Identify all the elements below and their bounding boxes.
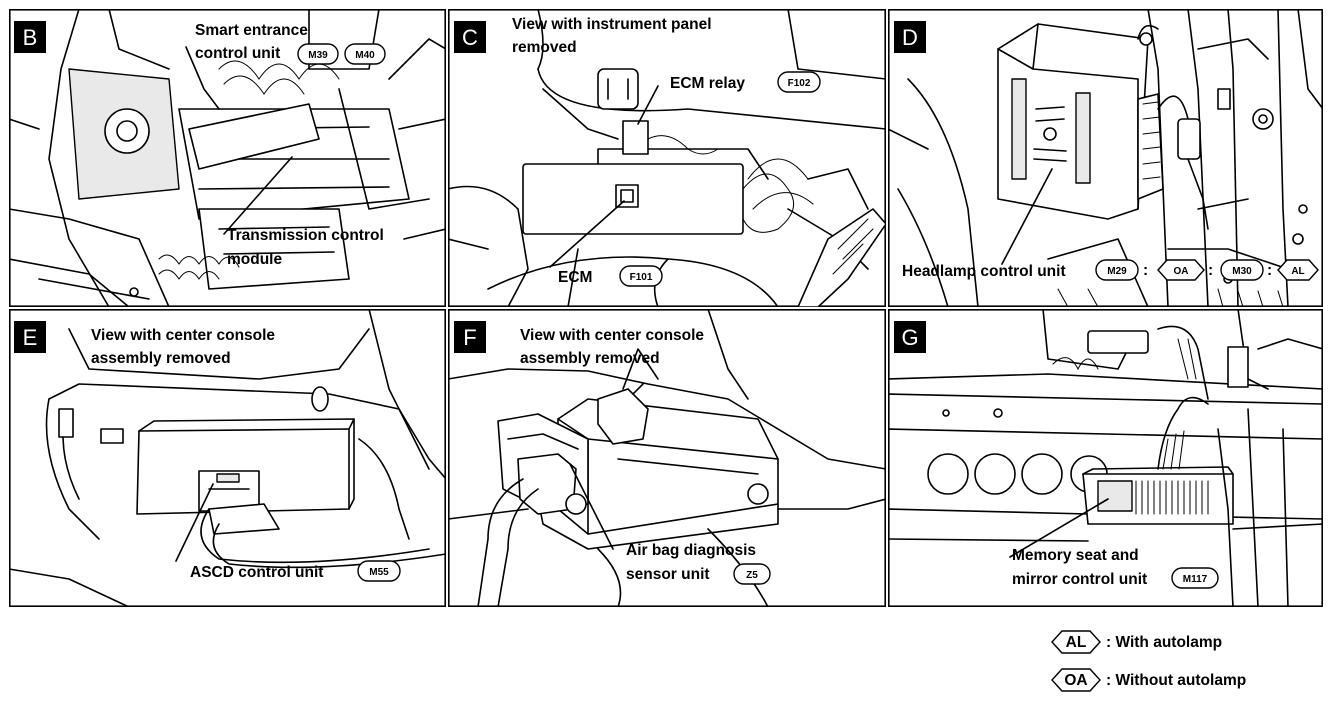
svg-text:Z5: Z5 <box>746 570 758 581</box>
transmission-control-label-1: Transmission control <box>227 227 384 244</box>
ascd-control-label: ASCD control unit <box>190 564 323 581</box>
legend: AL : With autolamp OA : Without autolamp <box>1051 630 1246 692</box>
center-console-note-2: assembly removed <box>520 350 660 367</box>
memory-seat-label-2: mirror control unit <box>1012 571 1147 588</box>
legend-tag-oa: OA <box>1064 672 1087 689</box>
separator-colon: : <box>1143 262 1148 279</box>
svg-text:F102: F102 <box>788 78 811 89</box>
connector-m39: M39 <box>297 43 339 65</box>
tag-al: AL <box>1277 259 1319 281</box>
panel-letter: B <box>23 25 38 50</box>
ecm-relay-label: ECM relay <box>670 75 745 92</box>
svg-text:M55: M55 <box>369 567 389 578</box>
panel-e: E View with center console assembly remo… <box>9 309 446 607</box>
panel-b-illustration <box>9 9 446 307</box>
legend-item-oa: OA : Without autolamp <box>1051 668 1246 692</box>
smart-entrance-label-2: control unit <box>195 45 280 62</box>
panel-g-illustration <box>888 309 1323 607</box>
panel-b: B Smart entrance control unit M39 M40 Tr… <box>9 9 446 307</box>
panel-letter: C <box>462 25 478 50</box>
panel-f-illustration <box>448 309 886 607</box>
connector-f101: F101 <box>619 265 663 287</box>
panel-letter: D <box>902 25 918 50</box>
svg-text:M29: M29 <box>1107 266 1127 277</box>
svg-text:M30: M30 <box>1232 266 1252 277</box>
svg-text:OA: OA <box>1174 266 1189 277</box>
svg-text:M39: M39 <box>308 50 328 61</box>
center-console-note-1: View with center console <box>91 327 275 344</box>
panel-c: C View with instrument panel removed ECM… <box>448 9 886 307</box>
connector-m30: M30 <box>1220 259 1264 281</box>
panel-letter: G <box>901 325 918 350</box>
panel-letter: E <box>23 325 38 350</box>
panel-d: D Headlamp control unit M29 : OA : M30 :… <box>888 9 1323 307</box>
legend-tag-al: AL <box>1066 634 1087 651</box>
center-console-note-2: assembly removed <box>91 350 231 367</box>
connector-z5: Z5 <box>733 563 771 585</box>
panel-e-illustration <box>9 309 446 607</box>
air-bag-sensor-label-1: Air bag diagnosis <box>626 542 756 559</box>
legend-text-al: : With autolamp <box>1106 634 1222 651</box>
center-console-note-1: View with center console <box>520 327 704 344</box>
panel-d-illustration <box>888 9 1323 307</box>
connector-m29: M29 <box>1095 259 1139 281</box>
transmission-control-label-2: module <box>227 251 282 268</box>
panel-f: F View with center console assembly remo… <box>448 309 886 607</box>
tag-oa: OA <box>1157 259 1205 281</box>
instrument-panel-note-1: View with instrument panel <box>512 16 712 33</box>
legend-item-al: AL : With autolamp <box>1051 630 1222 654</box>
connector-f102: F102 <box>777 71 821 93</box>
connector-m55: M55 <box>357 560 401 582</box>
panel-letter: F <box>463 325 476 350</box>
svg-text:F101: F101 <box>630 272 653 283</box>
separator-colon: : <box>1267 262 1272 279</box>
connector-m117: M117 <box>1171 567 1219 589</box>
headlamp-control-label: Headlamp control unit <box>902 263 1066 280</box>
svg-text:AL: AL <box>1291 266 1304 277</box>
separator-colon: : <box>1208 262 1213 279</box>
smart-entrance-label-1: Smart entrance <box>195 22 308 39</box>
connector-m40: M40 <box>344 43 386 65</box>
panel-g: G Memory seat and mirror control unit M1… <box>888 309 1323 607</box>
air-bag-sensor-label-2: sensor unit <box>626 566 710 583</box>
panel-letter-box <box>14 21 46 53</box>
svg-text:M117: M117 <box>1183 574 1208 585</box>
ecm-label: ECM <box>558 269 592 286</box>
instrument-panel-note-2: removed <box>512 39 577 56</box>
memory-seat-label-1: Memory seat and <box>1012 547 1139 564</box>
svg-text:M40: M40 <box>355 50 375 61</box>
legend-text-oa: : Without autolamp <box>1106 672 1246 689</box>
panel-c-illustration <box>448 9 886 307</box>
